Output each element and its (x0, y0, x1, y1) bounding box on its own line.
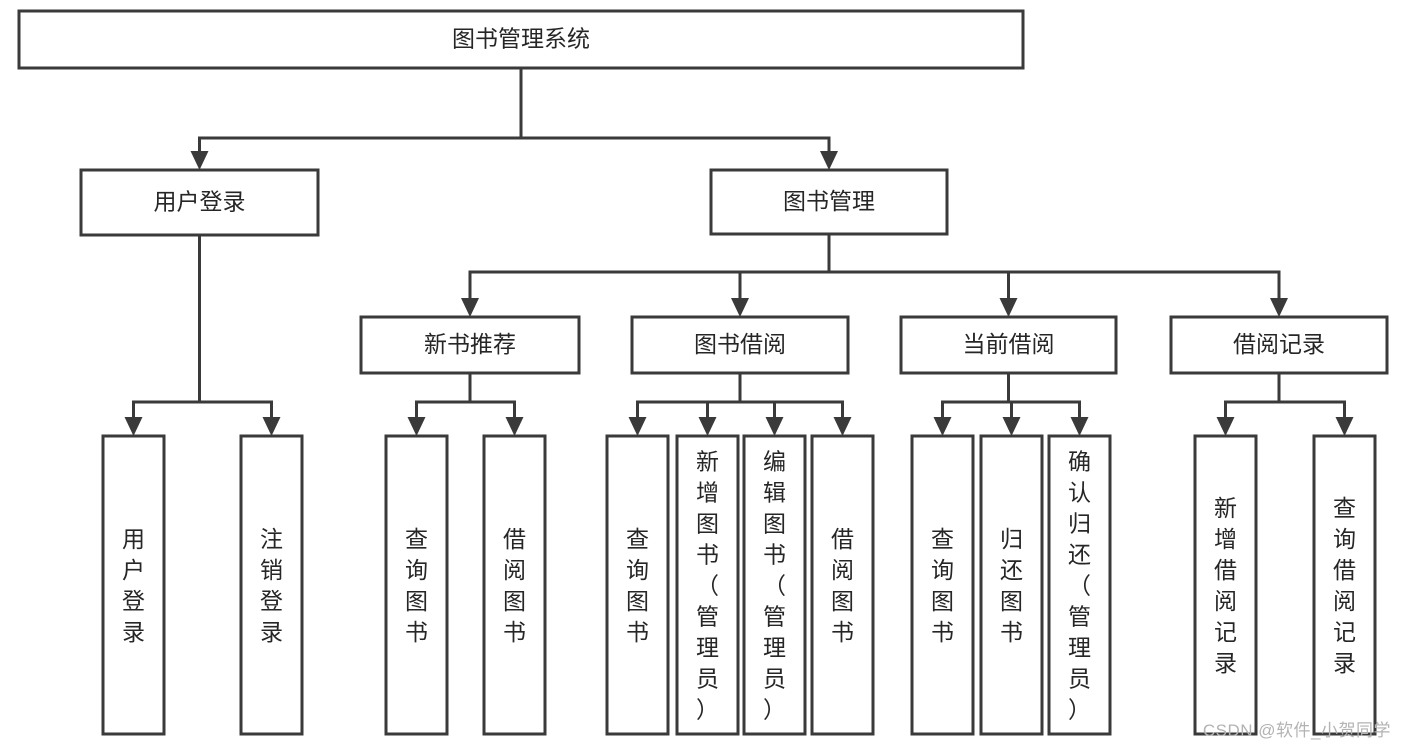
leaf-current-borrow-1-label: 查询图书 (931, 526, 954, 645)
leaf-new-book-1[interactable] (384, 434, 449, 736)
node-book-borrow-label: 图书借阅 (694, 331, 786, 357)
node-root[interactable] (17, 9, 1025, 70)
leaf-borrow-record-1-label: 新增借阅记录 (1214, 495, 1237, 676)
node-book-management[interactable] (709, 168, 949, 236)
node-book-management-label: 图书管理 (783, 188, 875, 214)
leaf-new-book-2[interactable] (482, 434, 547, 736)
node-borrow-record[interactable] (1169, 315, 1389, 375)
leaf-current-borrow-2-label: 归还图书 (1000, 526, 1023, 645)
leaf-book-borrow-4[interactable] (810, 434, 875, 736)
node-user-login[interactable] (79, 168, 320, 237)
leaf-current-borrow-3-label: 确认归还（管理员） (1068, 449, 1091, 723)
leaf-borrow-record-2[interactable] (1312, 434, 1377, 736)
leaf-user-login-1-label: 用户登录 (122, 526, 145, 645)
leaf-book-borrow-1[interactable] (605, 434, 670, 736)
leaf-borrow-record-2-label: 查询借阅记录 (1333, 495, 1356, 676)
leaf-current-borrow-2[interactable] (979, 434, 1044, 736)
leaf-current-borrow-1[interactable] (910, 434, 975, 736)
node-layer: 图书管理系统用户登录图书管理新书推荐图书借阅当前借阅借阅记录用户登录注销登录查询… (17, 9, 1389, 736)
node-current-borrow[interactable] (899, 315, 1118, 375)
leaf-user-login-2-label: 注销登录 (260, 526, 283, 645)
node-borrow-record-label: 借阅记录 (1233, 331, 1325, 357)
watermark-text: CSDN @软件_小贺同学 (1202, 721, 1391, 740)
node-current-borrow-label: 当前借阅 (963, 331, 1055, 357)
leaf-book-borrow-3-label: 编辑图书（管理员） (763, 449, 786, 723)
node-user-login-label: 用户登录 (154, 189, 246, 215)
leaf-book-borrow-4-label: 借阅图书 (831, 526, 854, 645)
leaf-book-borrow-1-label: 查询图书 (626, 526, 649, 645)
node-new-book-recommend-label: 新书推荐 (424, 331, 516, 357)
leaf-user-login-1[interactable] (101, 434, 166, 736)
leaf-book-borrow-2[interactable] (675, 434, 740, 736)
leaf-current-borrow-3[interactable] (1047, 434, 1112, 736)
leaf-book-borrow-2-label: 新增图书（管理员） (696, 449, 719, 723)
leaf-book-borrow-3[interactable] (742, 434, 807, 736)
leaf-new-book-2-label: 借阅图书 (503, 526, 526, 645)
leaf-new-book-1-label: 查询图书 (405, 526, 428, 645)
connector-layer (124, 66, 1354, 436)
node-root-label: 图书管理系统 (452, 26, 590, 52)
node-book-borrow[interactable] (630, 315, 850, 375)
leaf-borrow-record-1[interactable] (1193, 434, 1258, 736)
node-new-book-recommend[interactable] (359, 315, 581, 375)
leaf-user-login-2[interactable] (239, 434, 304, 736)
